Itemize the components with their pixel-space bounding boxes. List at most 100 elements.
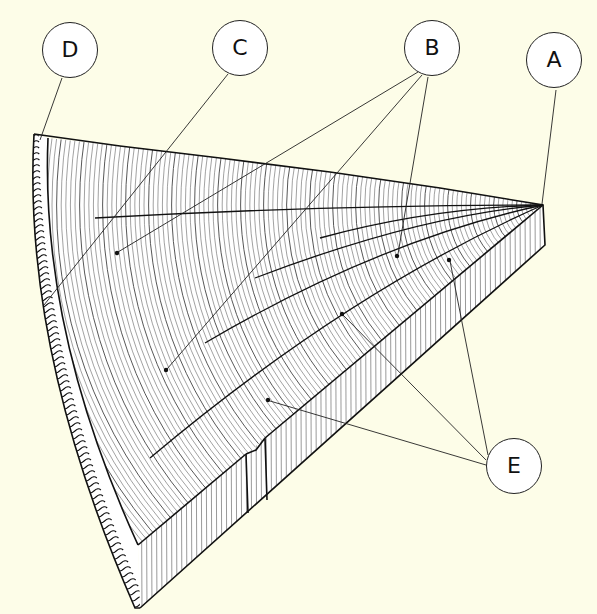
bark-stroke — [21, 213, 42, 217]
growth-ring — [259, 0, 597, 489]
growth-ring — [84, 0, 597, 614]
growth-ring — [135, 0, 597, 613]
grain-line — [385, 200, 387, 612]
growth-ring — [181, 0, 597, 567]
growth-ring — [116, 0, 597, 614]
grain-line — [170, 200, 172, 612]
grain-line — [395, 200, 397, 612]
grain-line — [360, 200, 362, 612]
growth-ring — [199, 0, 597, 549]
growth-ring — [11, 0, 597, 614]
grain-line — [250, 200, 252, 612]
grain-line — [485, 200, 487, 612]
callout-circle: A — [526, 32, 582, 88]
growth-ring — [153, 0, 597, 595]
grain-line — [155, 200, 157, 612]
grain-line — [335, 200, 337, 612]
callout-letter: C — [232, 37, 247, 59]
grain-line — [420, 200, 422, 612]
growth-ring — [66, 0, 597, 614]
grain-line — [310, 200, 312, 612]
bark-stroke — [19, 177, 40, 181]
bark-stroke — [20, 189, 41, 193]
grain-line — [405, 200, 407, 612]
grain-line — [175, 200, 177, 612]
bark-stroke — [24, 243, 45, 247]
grain-line — [200, 200, 202, 612]
callout-letter: A — [546, 49, 561, 71]
leader-lines — [40, 72, 556, 465]
growth-ring — [227, 0, 597, 521]
grain-line — [510, 200, 512, 612]
callout-circle: E — [486, 438, 542, 494]
bark-stroke — [22, 225, 43, 229]
grain-line — [330, 200, 332, 612]
grain-line — [235, 200, 237, 612]
grain-line — [465, 200, 467, 612]
bark-stroke — [112, 573, 133, 577]
growth-ring — [333, 0, 597, 415]
grain-line — [160, 200, 162, 612]
growth-ring — [15, 0, 597, 614]
bark-stroke — [23, 231, 44, 235]
growth-ring — [93, 0, 597, 614]
grain-line — [415, 200, 417, 612]
grain-line — [440, 200, 442, 612]
grain-line — [150, 200, 152, 612]
growth-ring — [323, 0, 597, 425]
grain-line — [340, 200, 342, 612]
grain-line — [180, 200, 182, 612]
grain-line — [195, 200, 197, 612]
growth-ring — [158, 0, 597, 590]
grain-line — [265, 200, 267, 612]
grain-line — [435, 200, 437, 612]
grain-line — [530, 200, 532, 612]
bark-stroke — [123, 597, 144, 601]
growth-ring — [47, 0, 597, 614]
grain-line — [540, 200, 542, 612]
grain-line — [230, 200, 232, 612]
grain-line — [390, 200, 392, 612]
grain-line — [350, 200, 352, 612]
growth-ring — [185, 0, 597, 563]
callout-letter: B — [424, 37, 439, 59]
grain-line — [290, 200, 292, 612]
grain-line — [355, 200, 357, 612]
bark-stroke — [19, 165, 40, 169]
bark-stroke — [18, 153, 39, 157]
bark-stroke — [18, 141, 39, 145]
grain-line — [370, 200, 372, 612]
growth-ring — [218, 0, 597, 530]
bark-stroke — [105, 555, 126, 559]
grain-line — [275, 200, 277, 612]
grain-line — [460, 200, 462, 612]
bark-stroke — [20, 201, 41, 205]
grain-line — [490, 200, 492, 612]
growth-ring — [268, 0, 597, 480]
growth-ring — [103, 0, 597, 614]
grain-line — [165, 200, 167, 612]
bark-stroke — [18, 129, 39, 133]
growth-ring — [222, 0, 597, 526]
callout-circle: B — [404, 20, 460, 76]
bark-stroke — [18, 135, 39, 139]
bark-stroke — [117, 585, 138, 589]
bark-stroke — [21, 207, 42, 211]
growth-ring — [112, 0, 597, 614]
growth-ring — [80, 0, 597, 614]
growth-ring — [89, 0, 597, 614]
growth-ring — [98, 0, 597, 614]
growth-ring — [75, 0, 597, 614]
grain-line — [495, 200, 497, 612]
bark-stroke — [19, 171, 40, 175]
growth-ring — [29, 0, 597, 614]
bark-stroke — [110, 567, 131, 571]
growth-ring — [52, 0, 597, 614]
grain-line — [135, 200, 137, 612]
grain-line — [130, 200, 132, 612]
grain-line — [245, 200, 247, 612]
bark-stroke — [25, 249, 46, 253]
bark-texture — [18, 129, 149, 613]
grain-line — [400, 200, 402, 612]
